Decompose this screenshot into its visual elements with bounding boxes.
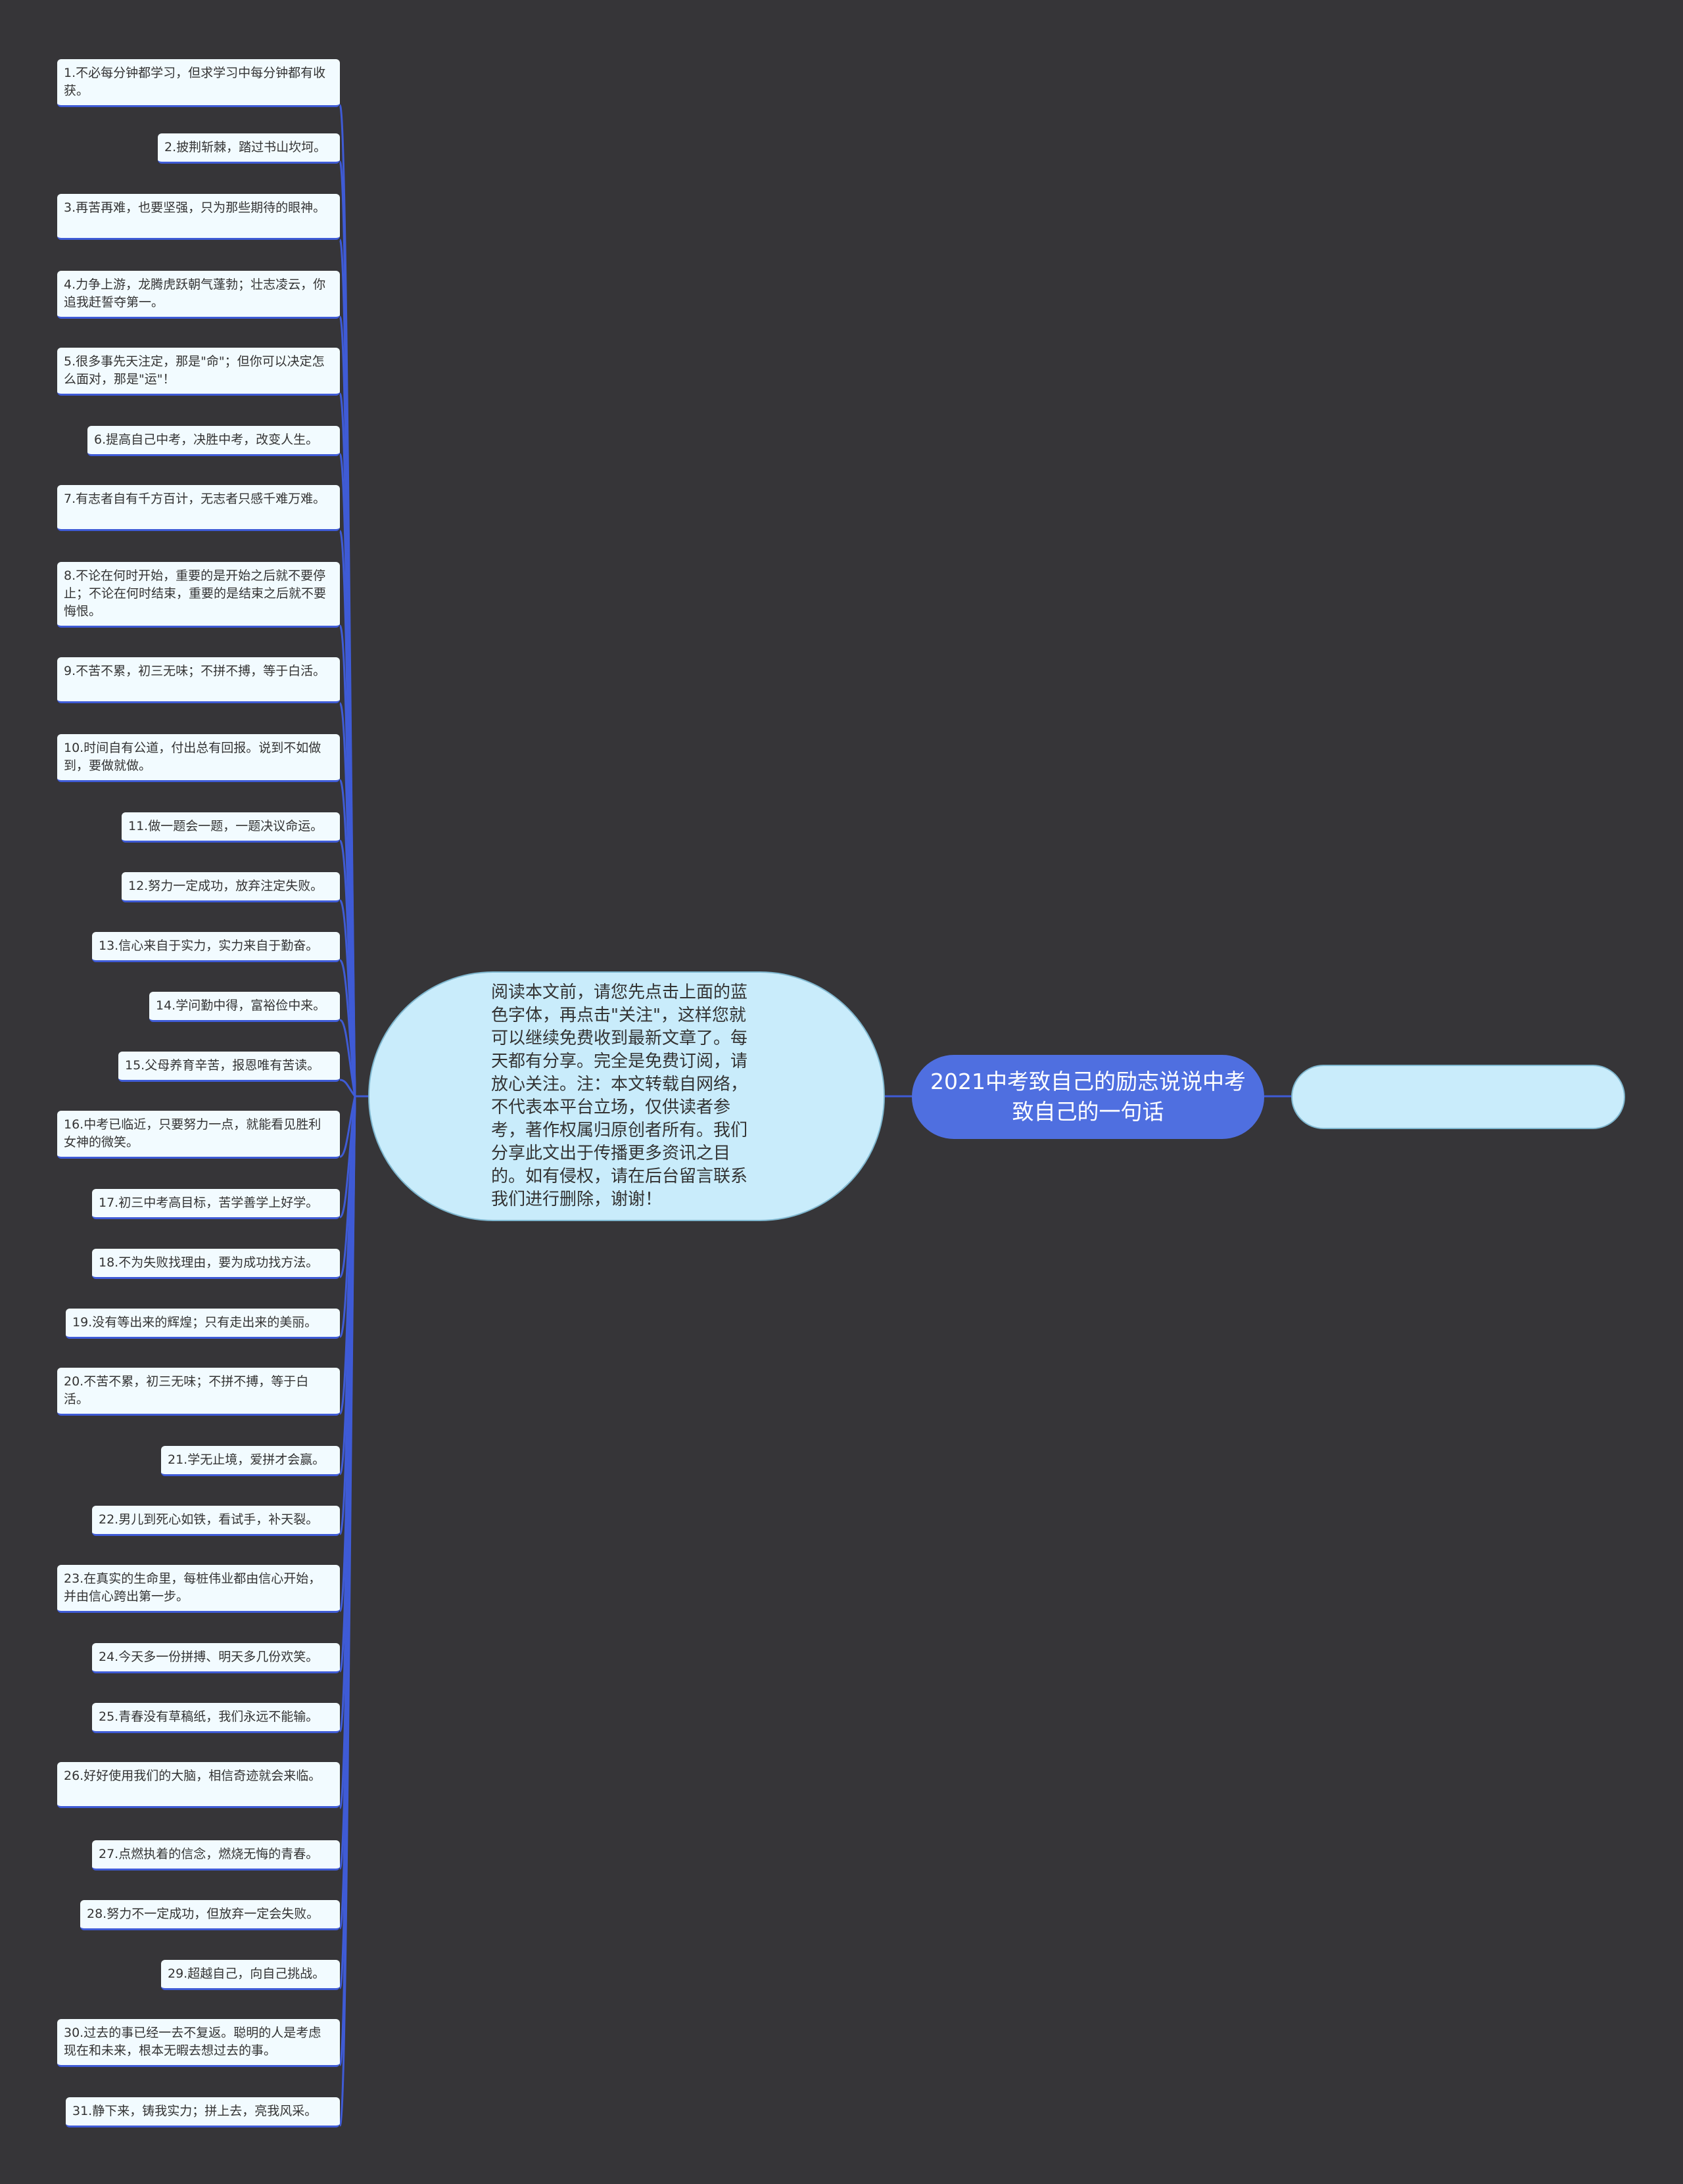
leaf-connector [339, 1079, 356, 1097]
leaf-node[interactable]: 20.不苦不累，初三无味；不拼不搏，等于白活。 [57, 1368, 340, 1416]
leaf-node[interactable]: 27.点燃执着的信念，燃烧无悔的青春。 [92, 1840, 340, 1870]
branch-node-text: 阅读本文前，请您先点击上面的蓝色字体，再点击"关注"，这样您就可以继续免费收到最… [491, 983, 748, 1209]
leaf-node[interactable]: 9.不苦不累，初三无味；不拼不搏，等于白活。 [57, 657, 340, 703]
leaf-node[interactable]: 25.青春没有草稿纸，我们永远不能输。 [92, 1703, 340, 1733]
leaf-text: 10.时间自有公道，付出总有回报。说到不如做到，要做就做。 [64, 741, 321, 773]
leaf-text: 5.很多事先天注定，那是"命"；但你可以决定怎么面对，那是"运"！ [64, 354, 325, 386]
leaf-node[interactable]: 19.没有等出来的辉煌；只有走出来的美丽。 [66, 1309, 340, 1339]
leaf-node[interactable]: 8.不论在何时开始，重要的是开始之后就不要停止；不论在何时结束，重要的是结束之后… [57, 562, 340, 628]
leaf-text: 25.青春没有草稿纸，我们永远不能输。 [99, 1709, 319, 1724]
leaf-node[interactable]: 24.今天多一份拼搏、明天多几份欢笑。 [92, 1643, 340, 1673]
leaf-node[interactable]: 31.静下来，铸我实力；拼上去，亮我风采。 [66, 2097, 340, 2127]
leaf-text: 13.信心来自于实力，实力来自于勤奋。 [99, 939, 319, 953]
root-title: 2021中考致自己的励志说说中考致自己的一句话 [930, 1069, 1246, 1125]
leaf-node[interactable]: 29.超越自己，向自己挑战。 [161, 1960, 340, 1990]
leaf-text: 6.提高自己中考，决胜中考，改变人生。 [94, 432, 319, 447]
leaf-text: 19.没有等出来的辉煌；只有走出来的美丽。 [72, 1315, 318, 1330]
leaf-text: 24.今天多一份拼搏、明天多几份欢笑。 [99, 1650, 319, 1664]
leaf-text: 18.不为失败找理由，要为成功找方法。 [99, 1255, 319, 1270]
leaf-text: 8.不论在何时开始，重要的是开始之后就不要停止；不论在何时结束，重要的是结束之后… [64, 569, 327, 618]
leaf-connector [339, 1019, 356, 1097]
leaf-node[interactable]: 11.做一题会一题，一题决议命运。 [122, 812, 340, 843]
leaf-connector [339, 959, 356, 1097]
leaf-text: 21.学无止境，爱拼才会赢。 [168, 1452, 325, 1467]
leaf-text: 30.过去的事已经一去不复返。聪明的人是考虑现在和未来，根本无暇去想过去的事。 [64, 2026, 321, 2058]
leaf-node[interactable]: 10.时间自有公道，付出总有回报。说到不如做到，要做就做。 [57, 734, 340, 782]
leaf-node[interactable]: 16.中考已临近，只要努力一点，就能看见胜利女神的微笑。 [57, 1111, 340, 1159]
leaf-node[interactable]: 23.在真实的生命里，每桩伟业都由信心开始，并由信心跨出第一步。 [57, 1565, 340, 1613]
leaf-node[interactable]: 3.再苦再难，也要坚强，只为那些期待的眼神。 [57, 194, 340, 240]
leaf-text: 1.不必每分钟都学习，但求学习中每分钟都有收获。 [64, 66, 326, 98]
leaf-node[interactable]: 17.初三中考高目标，苦学善学上好学。 [92, 1189, 340, 1219]
leaf-text: 16.中考已临近，只要努力一点，就能看见胜利女神的微笑。 [64, 1117, 321, 1150]
leaf-node[interactable]: 21.学无止境，爱拼才会赢。 [161, 1446, 340, 1476]
leaf-text: 28.努力不一定成功，但放弃一定会失败。 [87, 1907, 320, 1921]
leaf-node[interactable]: 26.好好使用我们的大脑，相信奇迹就会来临。 [57, 1762, 340, 1808]
leaf-text: 14.学问勤中得，富裕俭中来。 [156, 998, 326, 1013]
leaf-text: 2.披荆斩棘，踏过书山坎坷。 [164, 140, 327, 154]
leaf-connector [339, 1096, 356, 2127]
leaf-text: 15.父母养育辛苦，报恩唯有苦读。 [125, 1058, 320, 1073]
leaf-text: 17.初三中考高目标，苦学善学上好学。 [99, 1196, 319, 1210]
leaf-text: 31.静下来，铸我实力；拼上去，亮我风采。 [72, 2104, 318, 2118]
leaf-text: 3.再苦再难，也要坚强，只为那些期待的眼神。 [64, 200, 326, 215]
leaf-text: 26.好好使用我们的大脑，相信奇迹就会来临。 [64, 1769, 321, 1783]
leaf-node[interactable]: 18.不为失败找理由，要为成功找方法。 [92, 1249, 340, 1279]
right-empty-node[interactable] [1291, 1065, 1625, 1129]
leaf-text: 9.不苦不累，初三无味；不拼不搏，等于白活。 [64, 664, 326, 678]
leaf-node[interactable]: 30.过去的事已经一去不复返。聪明的人是考虑现在和未来，根本无暇去想过去的事。 [57, 2019, 340, 2067]
leaf-node[interactable]: 22.男儿到死心如铁，看试手，补天裂。 [92, 1506, 340, 1536]
leaf-node[interactable]: 28.努力不一定成功，但放弃一定会失败。 [80, 1900, 340, 1930]
root-node[interactable]: 2021中考致自己的励志说说中考致自己的一句话 [912, 1055, 1264, 1139]
leaf-node[interactable]: 15.父母养育辛苦，报恩唯有苦读。 [118, 1052, 340, 1082]
leaf-text: 23.在真实的生命里，每桩伟业都由信心开始，并由信心跨出第一步。 [64, 1571, 321, 1604]
leaf-text: 12.努力一定成功，放弃注定失败。 [128, 879, 323, 893]
leaf-node[interactable]: 4.力争上游，龙腾虎跃朝气蓬勃；壮志凌云，你追我赶誓夺第一。 [57, 271, 340, 319]
leaf-node[interactable]: 1.不必每分钟都学习，但求学习中每分钟都有收获。 [57, 59, 340, 107]
leaf-text: 29.超越自己，向自己挑战。 [168, 1966, 325, 1981]
leaf-text: 22.男儿到死心如铁，看试手，补天裂。 [99, 1512, 319, 1527]
leaf-node[interactable]: 14.学问勤中得，富裕俭中来。 [149, 992, 340, 1022]
branch-node[interactable]: 阅读本文前，请您先点击上面的蓝色字体，再点击"关注"，这样您就可以继续免费收到最… [368, 971, 885, 1221]
leaf-node[interactable]: 13.信心来自于实力，实力来自于勤奋。 [92, 932, 340, 962]
leaf-node[interactable]: 7.有志者自有千方百计，无志者只感千难万难。 [57, 485, 340, 531]
leaf-text: 4.力争上游，龙腾虎跃朝气蓬勃；壮志凌云，你追我赶誓夺第一。 [64, 277, 326, 310]
leaf-node[interactable]: 12.努力一定成功，放弃注定失败。 [122, 872, 340, 902]
leaf-text: 11.做一题会一题，一题决议命运。 [128, 819, 323, 833]
leaf-node[interactable]: 6.提高自己中考，决胜中考，改变人生。 [87, 426, 340, 456]
leaf-text: 7.有志者自有千方百计，无志者只感千难万难。 [64, 492, 326, 506]
leaf-text: 27.点燃执着的信念，燃烧无悔的青春。 [99, 1847, 319, 1861]
leaf-node[interactable]: 2.披荆斩棘，踏过书山坎坷。 [158, 133, 340, 164]
leaf-node[interactable]: 5.很多事先天注定，那是"命"；但你可以决定怎么面对，那是"运"！ [57, 348, 340, 396]
leaf-text: 20.不苦不累，初三无味；不拼不搏，等于白活。 [64, 1374, 309, 1406]
